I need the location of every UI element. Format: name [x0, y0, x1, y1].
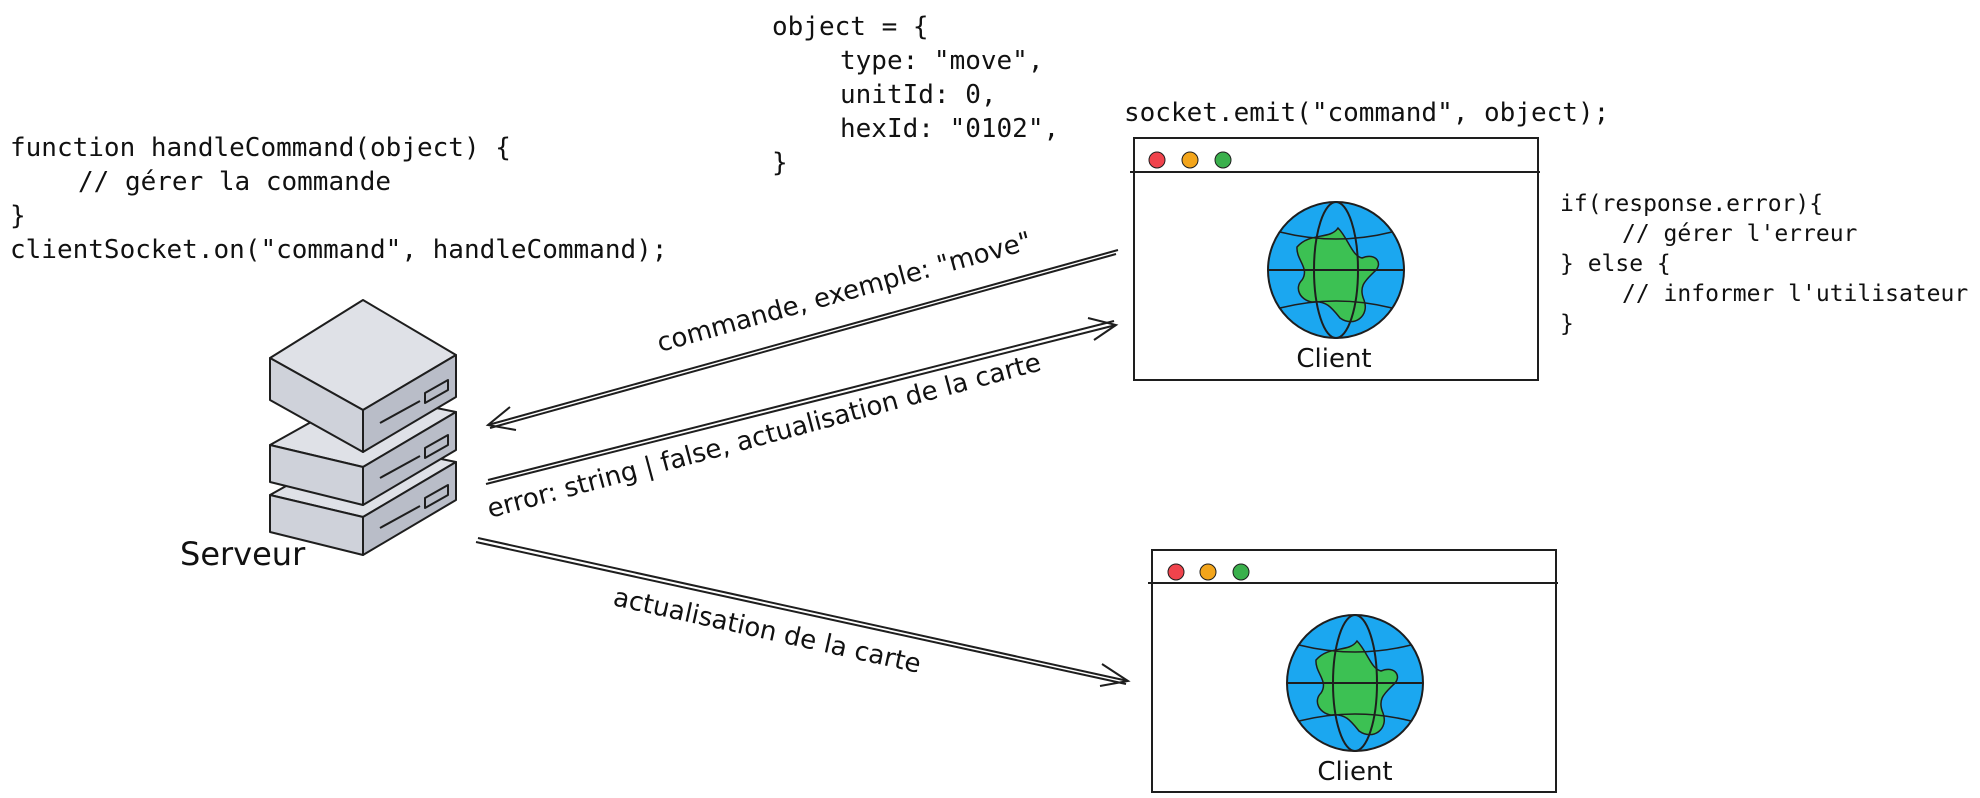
code-line: socket.emit("command", object); — [1124, 98, 1610, 128]
window-close-dot — [1148, 151, 1166, 169]
code-line: object = { — [772, 12, 929, 42]
code-line: clientSocket.on("command", handleCommand… — [10, 235, 668, 265]
server-label: Serveur — [180, 535, 306, 573]
response-code-block: if(response.error){ // gérer l'erreur } el… — [1560, 189, 1968, 339]
object-code-block: object = { type: "move", unitId: 0, hexId: … — [772, 10, 1059, 180]
command-arrow — [485, 249, 1119, 431]
emit-code-block: socket.emit("command", object); — [1124, 96, 1609, 130]
code-line: } — [10, 201, 26, 231]
code-line: if(response.error){ — [1560, 191, 1824, 217]
window-minimize-dot — [1181, 151, 1199, 169]
globe-icon — [1267, 201, 1405, 339]
code-line: } — [1560, 311, 1574, 337]
code-line: // gérer l'erreur — [1622, 221, 1858, 247]
client-label: Client — [1317, 757, 1392, 787]
response-arrow — [485, 317, 1119, 485]
code-line: // gérer la commande — [78, 167, 392, 197]
code-line: function handleCommand(object) { — [10, 133, 511, 163]
client-window: Client — [1148, 549, 1558, 793]
window-minimize-dot — [1199, 563, 1217, 581]
client-label: Client — [1296, 344, 1371, 374]
globe-icon — [1286, 614, 1424, 752]
response-arrow-label: error: string | false, actualisation de … — [484, 348, 1044, 525]
code-line: unitId: 0, — [840, 80, 997, 110]
broadcast-arrow-label: actualisation de la carte — [610, 583, 923, 680]
window-close-dot — [1167, 563, 1185, 581]
code-line: } else { — [1560, 251, 1671, 277]
client-window: Client — [1130, 137, 1540, 381]
code-line: hexId: "0102", — [840, 114, 1060, 144]
code-line: } — [772, 148, 788, 178]
server-code-block: function handleCommand(object) { // gérer… — [10, 131, 667, 267]
code-line: // informer l'utilisateur — [1622, 281, 1969, 307]
window-maximize-dot — [1232, 563, 1250, 581]
broadcast-arrow — [475, 537, 1131, 687]
server-stack-icon — [269, 299, 457, 556]
code-line: type: "move", — [840, 46, 1044, 76]
window-maximize-dot — [1214, 151, 1232, 169]
